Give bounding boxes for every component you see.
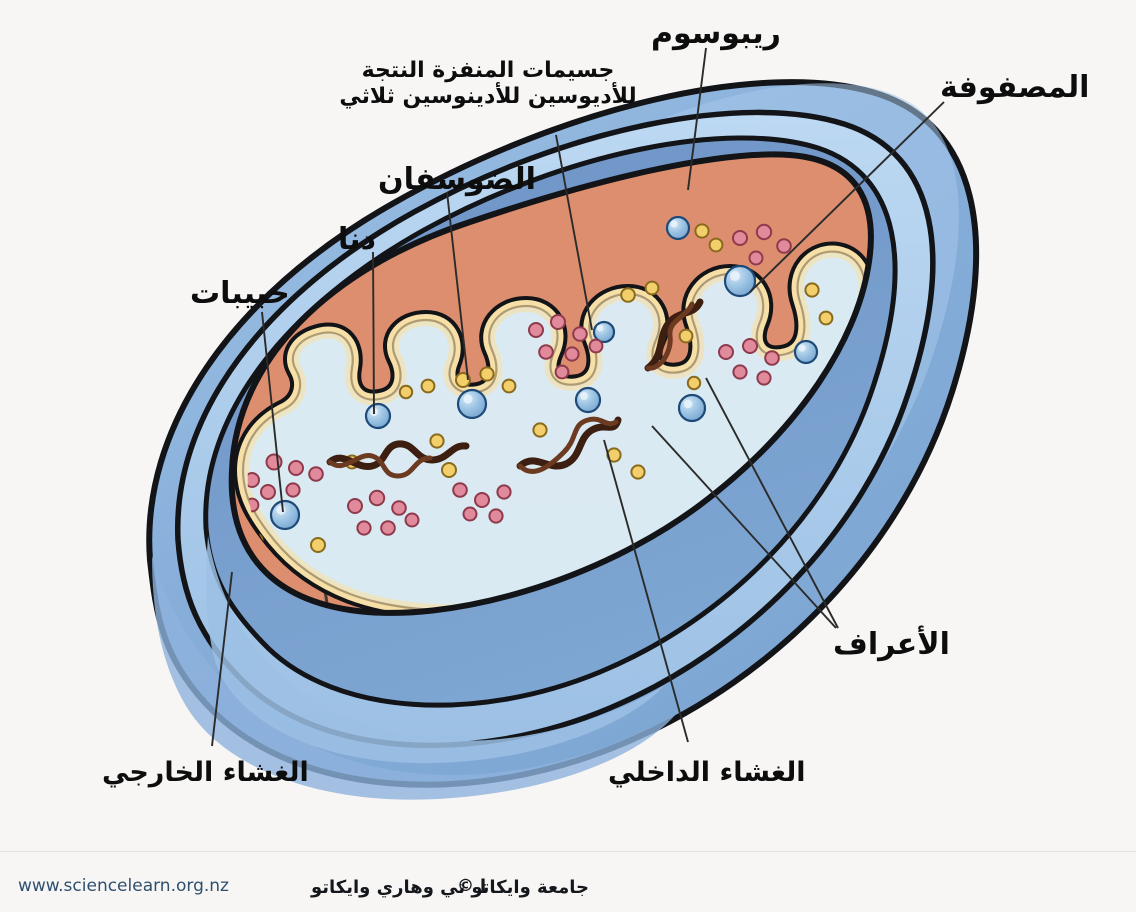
leader-cristae-top	[446, 191, 469, 381]
label-cristae-top: الضوسفان	[378, 162, 536, 197]
label-dna: دنا	[338, 222, 376, 257]
footer-copyright: © I	[457, 876, 487, 896]
leader-dna	[372, 251, 375, 415]
leader-ribosome	[687, 47, 707, 191]
footer-bar: جامعة وايكاتو تي وهاري وايكاتو © I www.s…	[0, 851, 1136, 912]
label-cristae: الأعراف	[833, 627, 950, 662]
leader-matrix	[749, 101, 945, 293]
label-outer-membrane: الغشاء الخارجي	[102, 757, 309, 788]
leader-atp-synthase	[555, 134, 593, 331]
leader-cristae-b	[705, 377, 839, 629]
label-inner-membrane: الغشاء الداخلي	[608, 757, 806, 788]
interior-opening-outline	[228, 151, 874, 616]
leader-outer-membrane	[211, 571, 233, 747]
dna-strand-group	[326, 298, 704, 479]
leader-inner-membrane	[603, 439, 689, 743]
label-matrix: المصفوفة	[940, 70, 1090, 105]
leader-granules	[261, 311, 284, 513]
leader-lines	[211, 47, 945, 747]
footer-site-url[interactable]: www.sciencelearn.org.nz	[18, 876, 229, 896]
ribosome-group	[269, 215, 819, 531]
leader-cristae-a	[651, 425, 837, 629]
label-granules: حبيبات	[190, 276, 290, 311]
footer-credit: جامعة وايكاتو تي وهاري وايكاتو	[310, 877, 589, 898]
label-atp-synthase: جسيمات المنفزة النتجة للأديوسين للأدينوس…	[339, 58, 637, 109]
granule-group-pink	[247, 223, 792, 536]
label-ribosome: ريبوسوم	[651, 16, 781, 51]
